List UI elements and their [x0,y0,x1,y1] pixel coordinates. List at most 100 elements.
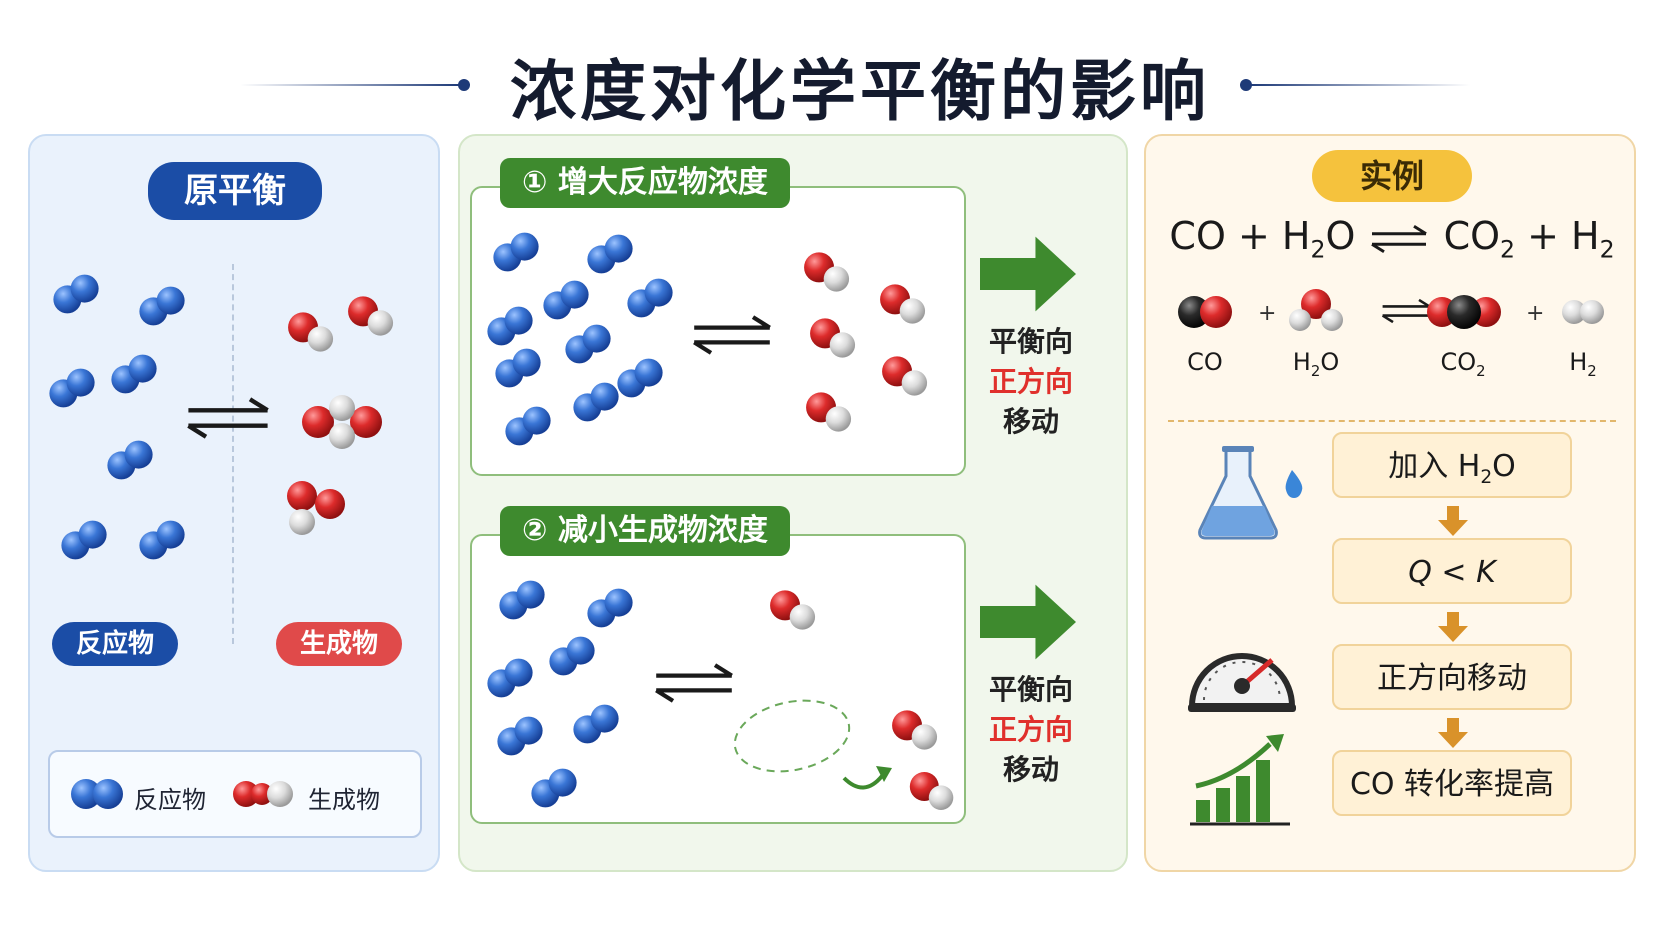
panel-original-equilibrium: 原平衡 反应物 生成物 反应物 [28,134,440,872]
case2-result: 平衡向 正方向 移动 [966,670,1096,790]
title-decor-line-left [240,84,460,86]
reactant-molecule [627,278,673,318]
reactant-molecule [53,274,99,314]
case1-tab: ① 增大反应物浓度 [500,158,790,208]
product-label: 生成物 [276,622,402,666]
reactant-molecule [543,280,589,320]
product-molecule [880,284,926,324]
co2-model [1427,295,1501,329]
case1-result-line3: 移动 [1002,405,1059,438]
product-molecule [892,710,938,750]
reactant-molecule [549,636,595,676]
removal-arrow-icon [842,774,884,790]
reactant-molecule [49,368,95,408]
reactant-molecule [139,286,185,326]
product-molecule [882,356,928,396]
reaction-equation: CO + H2O CO2 + H2 [1146,214,1638,264]
species-label-h2: H2 [1569,348,1597,380]
right-arrow-icon [980,584,1076,660]
product-molecule [287,481,345,535]
example-title: 实例 [1312,150,1472,202]
reactant-molecule [107,440,153,480]
case2-result-line3: 移动 [1002,753,1059,786]
reactant-molecule [111,354,157,394]
gauge-icon [1188,653,1296,712]
reactant-product-divider [232,264,234,644]
product-molecule [288,312,334,352]
title-bar: 浓度对化学平衡的影响 [0,18,1672,130]
product-molecule [804,252,850,292]
reactant-molecule [505,406,551,446]
legend-reactant-icon [71,779,123,809]
reactant-label: 反应物 [52,622,178,666]
case1-box [470,186,966,476]
removed-product-outline [733,699,851,773]
product-molecule [348,296,394,336]
legend-product-icon [233,781,293,807]
down-arrow-icon [1438,612,1468,642]
h2o-model [1289,289,1343,331]
reactant-molecule [587,234,633,274]
case1-result-line2: 正方向 [988,365,1073,398]
down-arrow-icon [1438,506,1468,536]
reactant-molecule [487,306,533,346]
case2-tab: ② 减小生成物浓度 [500,506,790,556]
right-arrow-icon [980,236,1076,312]
reactant-molecule [61,520,107,560]
step-add-water: 加入 H2O [1332,432,1572,498]
equilibrium-arrow-icon [694,317,770,353]
case2-molecules [487,580,954,810]
step-co-conversion-up: CO 转化率提高 [1332,750,1572,816]
equilibrium-arrow-icon [188,399,267,436]
co-model [1178,296,1232,328]
legend-reactant-text: 反应物 [134,786,206,814]
model-plus2: + [1526,301,1544,326]
product-molecule [909,772,954,810]
equilibrium-arrow-icon [656,665,732,701]
model-plus1: + [1258,301,1276,326]
title-decor-dot-right [1240,79,1252,91]
reactant-molecule [487,658,533,698]
eq-co2: CO2 [1443,214,1515,264]
species-models: + + [1178,289,1604,331]
species-label-h2o: H2O [1292,348,1340,380]
reactant-molecule [493,232,539,272]
eq-h2: H2 [1571,214,1615,264]
panel-example: 实例 CO + H2O CO2 + H2 + + CO H2O CO2 H2 [1144,134,1636,872]
product-molecule [806,392,852,432]
eq-co: CO [1169,214,1226,258]
title-decor-dot-left [458,79,470,91]
eq-plus1: + [1237,214,1270,258]
removal-arrowhead [876,766,892,782]
case1-result: 平衡向 正方向 移动 [966,322,1096,442]
case2-result-line1: 平衡向 [988,673,1073,706]
reactant-molecule [617,358,663,398]
product-molecule [302,395,382,449]
equilibrium-arrow-icon [1381,298,1431,324]
down-arrow-icon [1438,718,1468,748]
product-molecule [810,318,856,358]
growth-chart-icon [1190,734,1290,826]
reactant-molecule [531,768,577,808]
case2-result-line2: 正方向 [988,713,1073,746]
legend: 反应物 生成物 [48,750,422,838]
reactant-molecule [497,716,543,756]
panel-cases: ① 增大反应物浓度 平衡向 正方向 移动 ② 减小生成物浓度 平衡向 [458,134,1128,872]
example-divider [1168,420,1616,422]
reactant-molecule [499,580,545,620]
reactant-molecule [139,520,185,560]
water-drop-icon [1285,470,1303,498]
original-equilibrium-title: 原平衡 [148,162,322,220]
page-title: 浓度对化学平衡的影响 [510,53,1210,130]
reactant-molecule [495,348,541,388]
case2-box [470,534,966,824]
reactant-molecule [587,588,633,628]
species-label-co2: CO2 [1440,348,1486,380]
equilibrium-arrow-icon [1370,224,1428,253]
reactant-molecule [573,704,619,744]
species-label-co: CO [1187,348,1223,376]
step-q-less-k: Q < K [1332,538,1572,604]
flask-icon [1198,446,1303,540]
reactant-molecule [565,324,611,364]
reactant-molecule [573,382,619,422]
